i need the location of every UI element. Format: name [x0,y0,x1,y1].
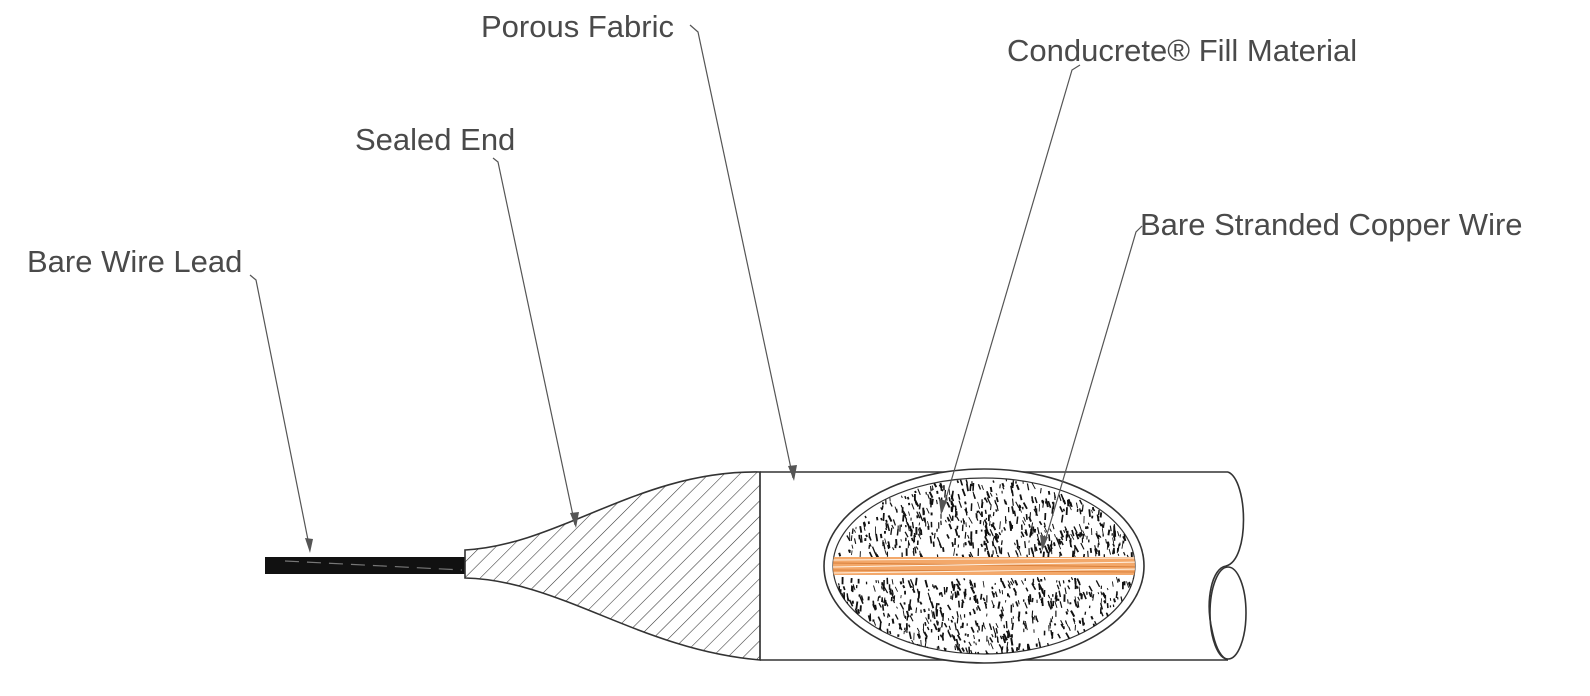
arrow-bare-wire-lead [305,538,313,553]
label-fill-material: Conducrete® Fill Material [1007,33,1358,68]
leader-porous-fabric [689,24,794,479]
leader-sealed-end [492,157,576,526]
copper-wire [833,557,1135,575]
cross-section [823,468,1145,664]
label-bare-wire-lead: Bare Wire Lead [27,244,243,279]
sealed-end [464,471,761,661]
leader-fill-material [941,64,1081,513]
arrow-fill-material [939,499,947,515]
arrow-copper-wire [1040,535,1048,551]
label-copper-wire: Bare Stranded Copper Wire [1140,207,1523,242]
arrow-sealed-end [570,512,579,528]
leader-bare-wire-lead [249,274,311,551]
arrow-porous-fabric [788,465,797,481]
leader-copper-wire [1042,225,1143,549]
leader-lines [249,24,1143,553]
label-porous-fabric: Porous Fabric [481,9,674,44]
bare-wire-lead [265,557,465,574]
label-sealed-end: Sealed End [355,122,516,157]
fill-material-texture [837,479,1135,654]
